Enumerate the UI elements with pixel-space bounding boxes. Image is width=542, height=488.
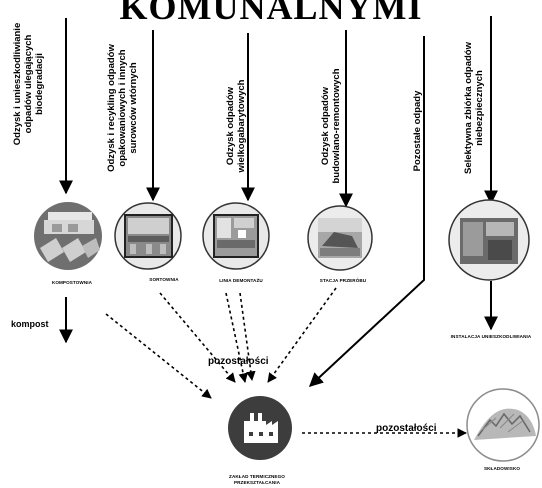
composting-plant-image [34, 202, 102, 270]
source-label-bio: Odzysk i unieszkodliwianie odpadów ulega… [11, 22, 45, 146]
source-label-bulky: Odzysk odpadów wielkogabarytowych [225, 79, 247, 173]
residue-arrow-dismantling-b [239, 292, 256, 381]
dismantling-line-image [202, 202, 270, 270]
landfill-image [466, 388, 540, 462]
source-label-other: Pozostałe odpady [411, 90, 423, 172]
source-label-hazard: Selektywna zbiórka odpadów niebezpieczny… [463, 42, 485, 174]
source-label-construction: Odzysk odpadów budowlano-remontowych [320, 68, 342, 184]
source-label-pack: Odzysk i recykling odpadów opakowaniowyc… [105, 44, 139, 172]
caption-landfill: SKŁADOWISKO [483, 466, 521, 471]
thermal-plant-icon [228, 396, 292, 460]
residue-arrow-sorting [159, 292, 236, 383]
flow-arrow-other [308, 36, 425, 387]
caption-sorting: SORTOWNIA [149, 277, 179, 282]
caption-crushing: STACJA PRZERÓBU [319, 278, 367, 283]
label-compost: kompost [11, 319, 49, 329]
crushing-station-image [307, 205, 373, 271]
caption-composting: KOMPOSTOWNIA [51, 280, 93, 285]
neutralisation-plant-image [448, 199, 530, 281]
caption-dismantling: LINIA DEMONTAŻU [219, 278, 263, 283]
caption-neutralisation: INSTALACJA UNIESZKODLIWIANIA [450, 334, 532, 339]
caption-thermal-plant: ZAKŁAD TERMICZNEGO PRZEKSZTAŁCANIA [229, 474, 285, 485]
page-title: KOMUNALNYMI [119, 0, 423, 27]
residue-arrow-crushing [267, 287, 337, 383]
residue-arrow-composting [105, 313, 212, 399]
label-residues-landfill: pozostałości [376, 423, 437, 434]
label-residues-center: pozostałości [208, 356, 269, 367]
sorting-plant-image [114, 202, 182, 270]
